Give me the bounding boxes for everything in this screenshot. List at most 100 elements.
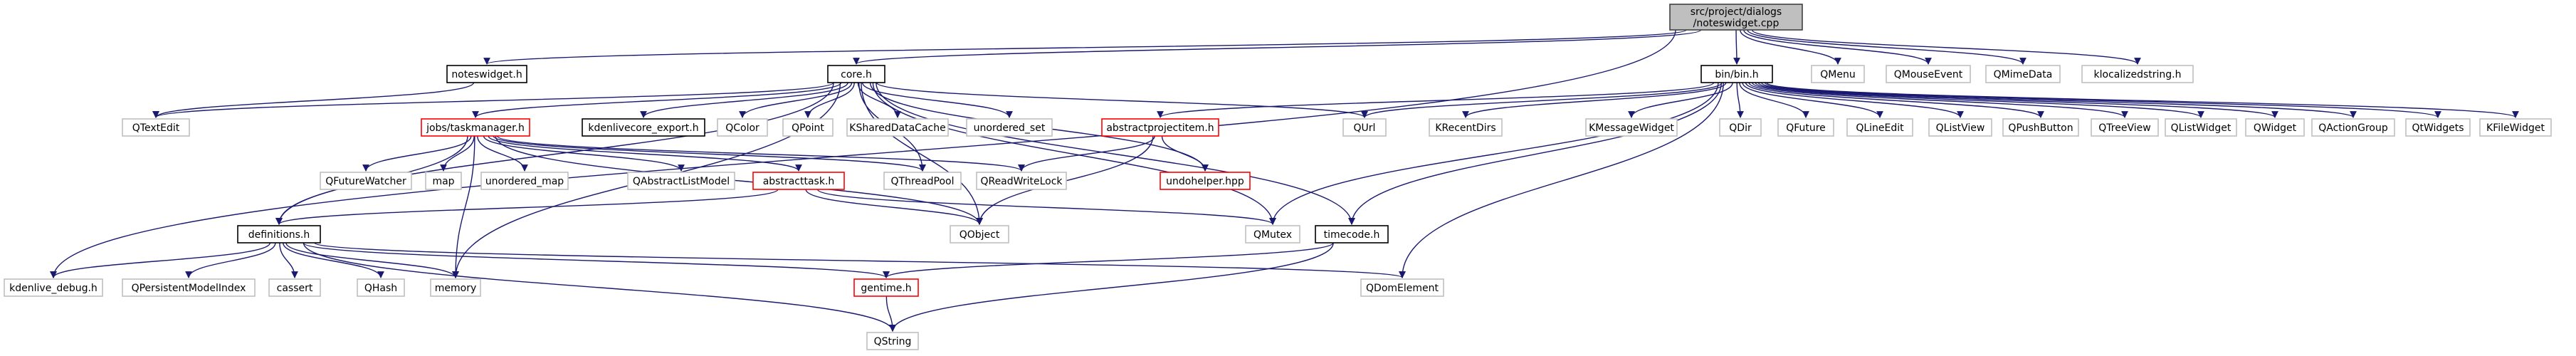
node-qpushbutton: QPushButton — [2002, 118, 2079, 137]
node-noteswidget_h[interactable]: noteswidget.h — [446, 65, 527, 83]
edge-bin_h-to-qdir — [1736, 82, 1744, 118]
node-box-qactiongroup — [2311, 118, 2395, 137]
node-qlistwidget: QListWidget — [2165, 118, 2237, 137]
node-label-qfuturewatcher: QFutureWatcher — [325, 176, 406, 187]
edge-timecode_h-to-qstring — [889, 242, 1334, 332]
node-box-abstracttask_h — [752, 172, 845, 190]
node-box-qstring — [866, 332, 919, 350]
edge-bin_h-to-qtwidgets — [1764, 82, 2441, 118]
edge-bin_h-to-qlistview — [1745, 82, 1964, 118]
edge-core_h-to-qmutex — [872, 82, 1276, 225]
node-label-qmouseevent: QMouseEvent — [1894, 69, 1963, 80]
node-box-unordered_map — [480, 172, 569, 190]
edge-core_h-to-qurl — [876, 82, 1368, 118]
node-box-qfuture — [1777, 118, 1834, 137]
edge-jobs_taskmanager_h-to-unordered_map — [477, 135, 528, 172]
node-box-memory — [430, 278, 481, 297]
edge-core_h-to-timecode_h — [876, 82, 1355, 225]
node-label-qlistview: QListView — [1936, 122, 1985, 134]
node-qabstractlistmodel: QAbstractListModel — [627, 172, 735, 190]
node-box-qdir — [1719, 118, 1762, 137]
edge-definitions_h-to-qdomelement — [314, 242, 1406, 278]
node-label-qcolor: QColor — [725, 122, 759, 134]
node-box-unordered_set — [966, 118, 1053, 137]
node-box-qtreeview — [2091, 118, 2159, 137]
node-qurl: QUrl — [1342, 118, 1387, 137]
node-label-qtreeview: QTreeView — [2098, 122, 2150, 134]
node-kmessagewidget: KMessageWidget — [1585, 118, 1678, 137]
node-label-qlineedit: QLineEdit — [1856, 122, 1904, 134]
node-qreadwritelock: QReadWriteLock — [976, 172, 1067, 190]
node-box-qwidget — [2245, 118, 2305, 137]
node-label-kdenlive_debug_h: kdenlive_debug.h — [9, 283, 98, 294]
node-qdomelement: QDomElement — [1360, 278, 1444, 297]
node-box-jobs_taskmanager_h — [421, 118, 530, 137]
node-kdenlivecore_export_h[interactable]: kdenlivecore_export.h — [582, 118, 705, 137]
edge-definitions_h-to-qstring — [303, 242, 896, 332]
edge-jobs_taskmanager_h-to-qthreadpool — [493, 135, 926, 172]
node-label-qtextedit: QTextEdit — [132, 122, 180, 134]
node-label-qurl: QUrl — [1354, 122, 1376, 134]
node-bin_h[interactable]: bin/bin.h — [1700, 65, 1773, 83]
edge-root-to-qmimedata — [1747, 29, 2026, 65]
node-box-timecode_h — [1315, 225, 1389, 244]
node-box-kfilewidget — [2479, 118, 2552, 137]
node-qmutex: QMutex — [1245, 225, 1300, 244]
edge-core_h-to-qcolor — [739, 82, 853, 118]
edge-bin_h-to-qtreeview — [1752, 82, 2128, 118]
node-qthreadpool: QThreadPool — [883, 172, 962, 190]
node-undohelper_hpp[interactable]: undohelper.hpp — [1160, 172, 1251, 190]
node-memory: memory — [430, 278, 481, 297]
edge-bin_h-to-kmessagewidget — [1628, 82, 1733, 118]
node-root[interactable]: src/project/dialogs/noteswidget.cpp — [1669, 4, 1803, 31]
node-box-qtwidgets — [2405, 118, 2471, 137]
node-label-qdomelement: QDomElement — [1366, 283, 1439, 294]
edge-bin_h-to-qactiongroup — [1760, 82, 2357, 118]
node-gentime_h[interactable]: gentime.h — [853, 278, 919, 297]
node-abstractprojectitem_h[interactable]: abstractprojectitem.h — [1101, 118, 1219, 137]
edges-layer — [50, 29, 2519, 332]
edge-jobs_taskmanager_h-to-qobject — [495, 135, 983, 225]
node-label-bin_h: bin/bin.h — [1715, 69, 1758, 80]
node-box-qhash — [357, 278, 405, 297]
nodes-layer: src/project/dialogs/noteswidget.cpp notes… — [4, 4, 2552, 350]
node-box-bin_h — [1700, 65, 1773, 83]
node-box-root — [1669, 4, 1803, 31]
node-box-qurl — [1342, 118, 1387, 137]
node-box-qpoint — [782, 118, 834, 137]
node-qstring: QString — [866, 332, 919, 350]
node-qpoint: QPoint — [782, 118, 834, 137]
node-box-noteswidget_h — [446, 65, 527, 83]
node-jobs_taskmanager_h[interactable]: jobs/taskmanager.h — [421, 118, 530, 137]
node-definitions_h[interactable]: definitions.h — [237, 225, 321, 244]
node-label-qwidget: QWidget — [2254, 122, 2297, 134]
node-label-qmutex: QMutex — [1253, 229, 1292, 241]
node-core_h[interactable]: core.h — [827, 65, 885, 83]
edge-abstracttask_h-to-qobject — [805, 189, 983, 225]
node-box-qtextedit — [122, 118, 190, 137]
node-box-kdenlivecore_export_h — [582, 118, 705, 137]
edge-bin_h-to-krecentdirs — [1462, 82, 1727, 118]
node-label-klocalizedstring_h: klocalizedstring.h — [2094, 69, 2182, 80]
edge-jobs_taskmanager_h-to-qabstractlistmodel — [483, 135, 685, 172]
edge-bin_h-to-qwidget — [1757, 82, 2278, 118]
edge-jobs_taskmanager_h-to-memory — [452, 135, 475, 278]
node-cassert: cassert — [268, 278, 321, 297]
edge-core_h-to-unordered_set — [861, 82, 1013, 118]
node-box-qreadwritelock — [976, 172, 1067, 190]
node-unordered_set: unordered_set — [966, 118, 1053, 137]
edge-bin_h-to-qlineedit — [1742, 82, 1883, 118]
node-box-qmouseevent — [1886, 65, 1971, 83]
edge-root-to-klocalizedstring_h — [1751, 29, 2141, 65]
node-box-kdenlive_debug_h — [4, 278, 103, 297]
node-qtreeview: QTreeView — [2091, 118, 2159, 137]
node-abstracttask_h[interactable]: abstracttask.h — [752, 172, 845, 190]
node-kfilewidget: KFileWidget — [2479, 118, 2552, 137]
node-label-qpushbutton: QPushButton — [2008, 122, 2073, 134]
node-box-qobject — [950, 225, 1009, 244]
node-box-qdomelement — [1360, 278, 1444, 297]
node-label-unordered_map: unordered_map — [485, 176, 564, 187]
node-label-qactiongroup: QActionGroup — [2318, 122, 2388, 134]
node-timecode_h[interactable]: timecode.h — [1315, 225, 1389, 244]
